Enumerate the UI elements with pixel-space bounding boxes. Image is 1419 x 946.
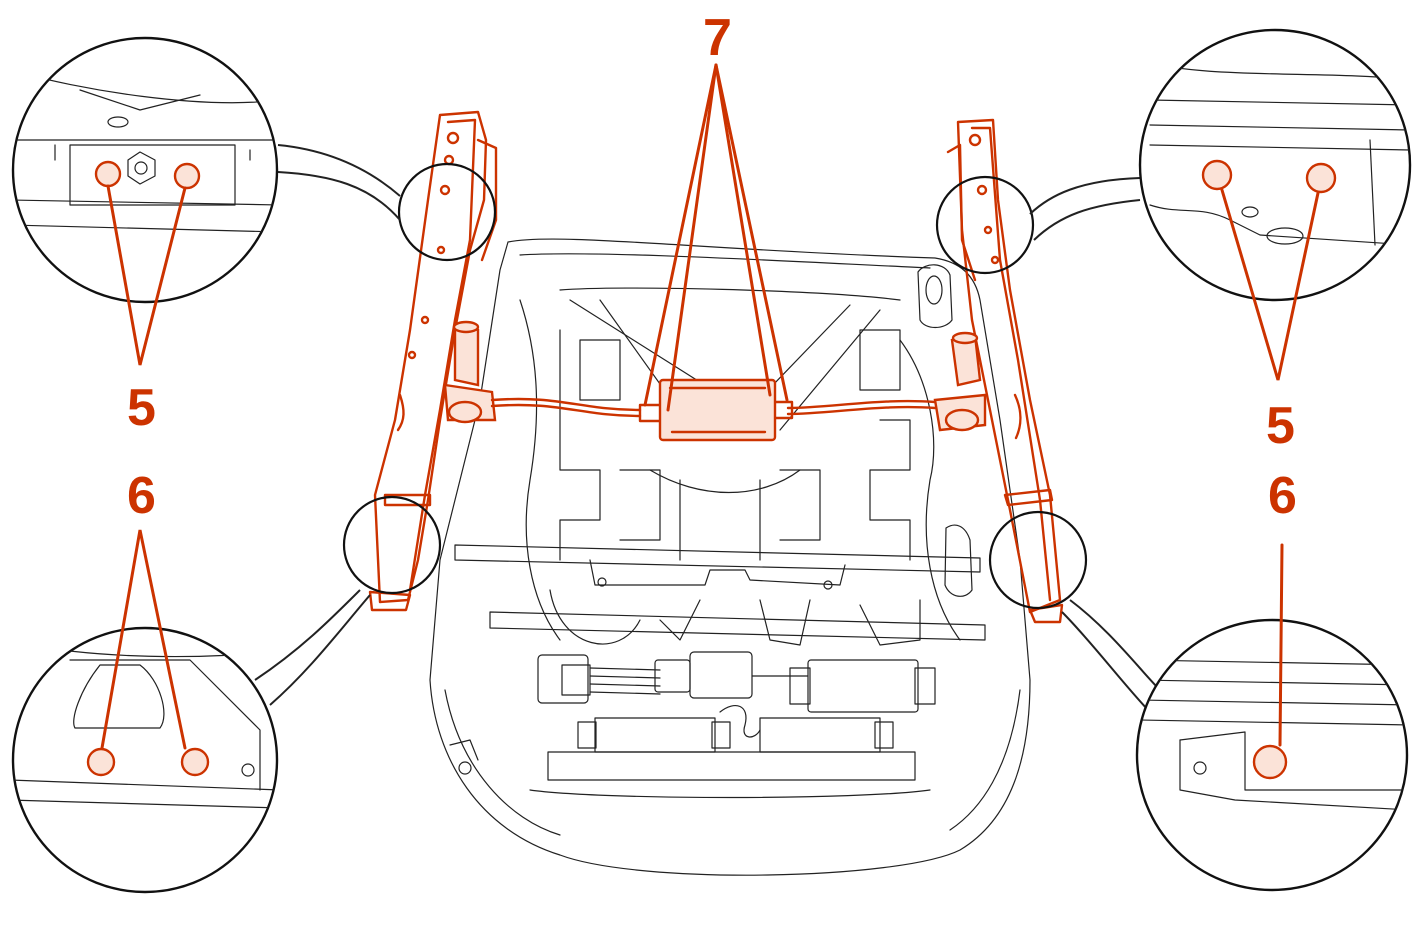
detail-view-bottom-left (11, 529, 279, 894)
drive-cables (490, 397, 937, 418)
right-motor (933, 331, 987, 432)
detail-view-top-left (11, 36, 279, 366)
center-gearbox (638, 378, 794, 442)
right-seat-rail (946, 118, 1064, 624)
callout-part-7: 7 (703, 9, 732, 67)
callout-part-5-right: 5 (1266, 397, 1295, 455)
leader-lines-part-7 (643, 63, 789, 412)
callout-part-5-left: 5 (127, 379, 156, 437)
detail-view-top-right (1138, 28, 1412, 381)
zoom-marker-top-left (397, 162, 497, 262)
left-seat-rail (368, 110, 498, 612)
zoom-marker-bottom-left (342, 495, 442, 595)
seat-cross-tubes (454, 544, 986, 646)
seat-wire-frame (519, 287, 961, 641)
callout-part-6-left: 6 (127, 467, 156, 525)
zoom-marker-bottom-right (988, 510, 1088, 610)
callout-part-6-right: 6 (1268, 467, 1297, 525)
zoom-marker-top-right (935, 175, 1035, 275)
detail-view-bottom-right (1135, 543, 1409, 892)
left-motor (443, 320, 497, 424)
zoom-connectors (254, 144, 1161, 711)
right-motor-housing (917, 264, 973, 597)
electrical-modules (537, 651, 936, 753)
